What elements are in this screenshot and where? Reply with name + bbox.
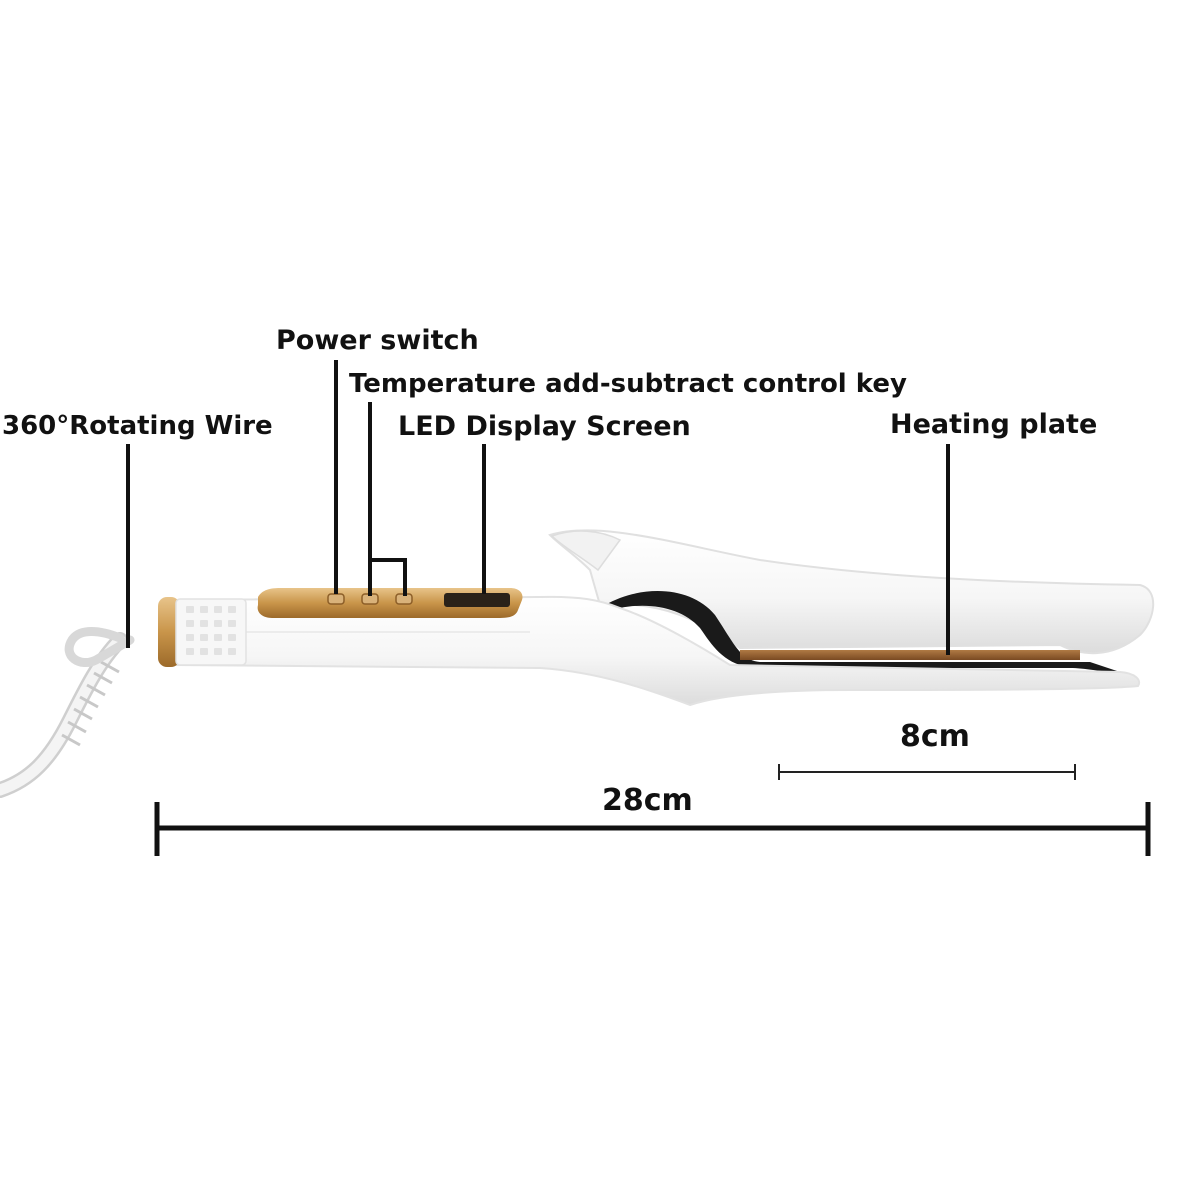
temperature-key-label: Temperature add-subtract control key: [349, 369, 907, 399]
plate-length-label: 8cm: [900, 719, 970, 754]
plate-gap: [605, 591, 1120, 672]
heating-plate: [740, 650, 1080, 660]
led-display-label: LED Display Screen: [398, 411, 691, 442]
temperature-key-callout: [368, 402, 407, 596]
callout-lines: [126, 360, 950, 655]
rotating-wire-label: 360°Rotating Wire: [2, 411, 273, 441]
power-switch-label: Power switch: [276, 325, 479, 356]
total-length-label: 28cm: [602, 783, 693, 818]
power-cord: [0, 627, 135, 798]
gold-end-cap: [158, 597, 247, 667]
hanging-loop: [64, 627, 135, 667]
strain-relief: [61, 660, 120, 747]
grip-texture: [186, 606, 236, 655]
plate-length-dimension: [778, 764, 1076, 780]
total-length-dimension: [154, 802, 1151, 856]
power-button[interactable]: [327, 593, 345, 605]
led-display-screen: [444, 593, 510, 607]
handle: [174, 595, 1140, 707]
heating-plate-label: Heating plate: [890, 409, 1098, 440]
